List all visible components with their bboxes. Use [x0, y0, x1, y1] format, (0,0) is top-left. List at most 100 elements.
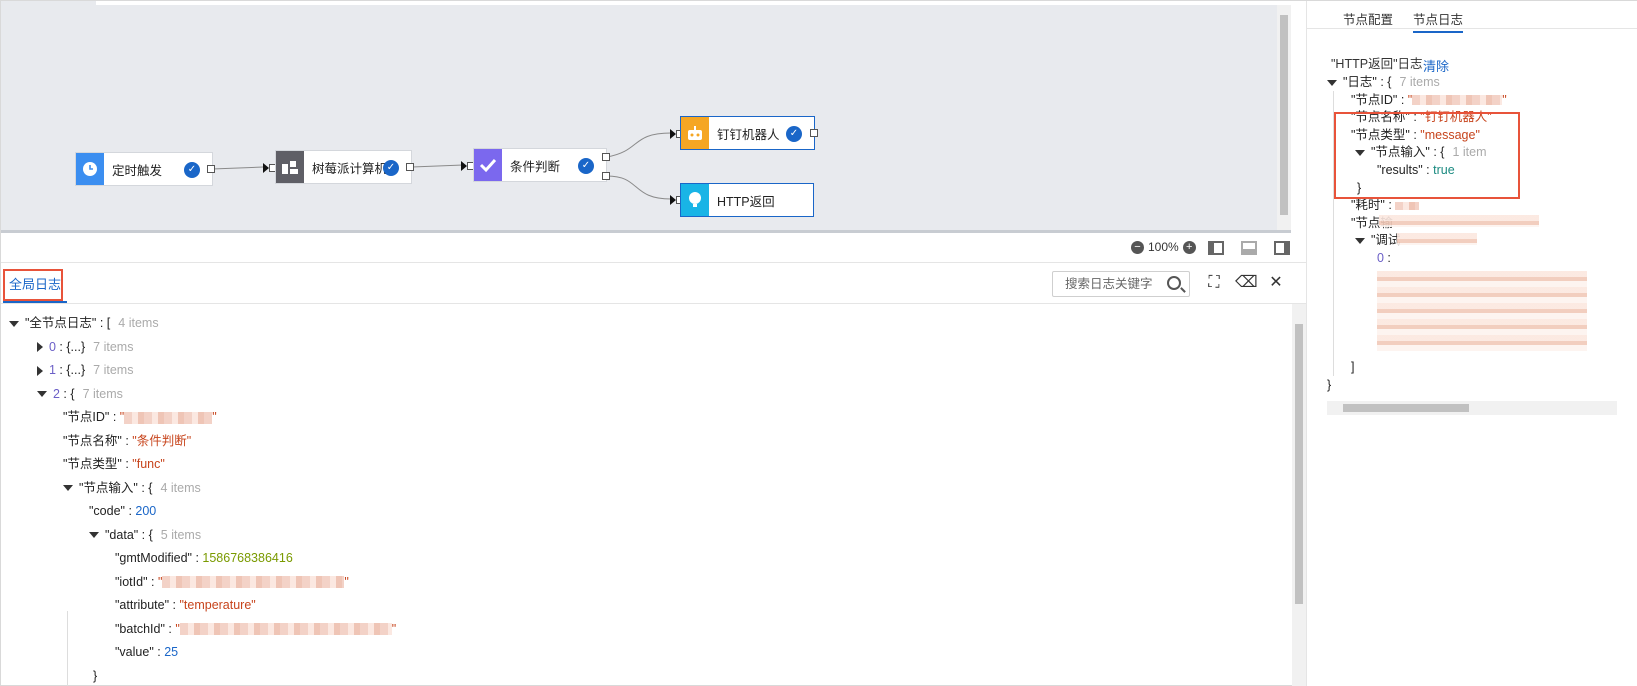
tree-row: "耗时" :	[1327, 197, 1507, 215]
close-icon[interactable]: ✕	[1269, 274, 1283, 291]
search-icon[interactable]	[1167, 276, 1181, 290]
collapse-icon[interactable]	[1327, 79, 1337, 86]
output-port-true[interactable]	[602, 153, 610, 161]
node-condition[interactable]: 条件判断 ✓	[473, 148, 607, 182]
tree-row[interactable]: "调试	[1327, 232, 1507, 250]
redacted-value	[1412, 95, 1503, 106]
tree-row[interactable]: 1 : {...}7 items	[9, 359, 396, 383]
tree-row[interactable]: "节点输入" : {4 items	[9, 477, 396, 501]
indent-guide	[67, 611, 68, 686]
collapse-icon[interactable]	[9, 320, 19, 327]
json-key: "batchId"	[115, 621, 165, 636]
json-string: "func"	[132, 457, 165, 471]
scrollbar-thumb[interactable]	[1343, 404, 1469, 412]
tree-row[interactable]: 2 : {7 items	[9, 383, 396, 407]
expand-icon[interactable]	[37, 365, 43, 376]
node-label: 条件判断	[510, 159, 561, 174]
tree-row[interactable]: "节点输入" : {1 item	[1327, 144, 1507, 162]
canvas-bottom-edge	[1, 230, 1291, 233]
tree-row: "code" : 200	[89, 504, 157, 518]
node-dingtalk-robot[interactable]: 钉钉机器人 ✓	[680, 116, 815, 150]
canvas-vertical-scrollbar[interactable]	[1277, 5, 1291, 230]
output-port[interactable]	[207, 165, 215, 173]
json-key: "gmtModified"	[115, 551, 192, 565]
tree-row[interactable]: "data" : {5 items	[9, 524, 396, 548]
tree-row: "attribute" : "temperature"	[115, 598, 256, 612]
collapse-icon[interactable]	[63, 485, 73, 492]
node-label: 树莓派计算机	[312, 161, 388, 176]
tree-row[interactable]: 0 : {...}7 items	[9, 336, 396, 360]
flow-canvas[interactable]: 定时触发 ✓ 树莓派计算机 ✓ 条件判断 ✓	[1, 1, 1291, 230]
check-icon: ✓	[578, 158, 594, 174]
json-bracket: {	[70, 386, 75, 401]
zoom-out-icon[interactable]: −	[1131, 240, 1144, 254]
json-meta: 1 item	[1452, 145, 1487, 160]
json-index: 1	[49, 363, 56, 377]
tab-node-config[interactable]: 节点配置	[1343, 13, 1394, 27]
json-number: 25	[164, 645, 179, 659]
collapse-icon[interactable]	[1355, 238, 1365, 245]
redacted-value	[179, 623, 392, 636]
layout-bottom-panel-icon[interactable]	[1241, 241, 1257, 255]
tab-global-log[interactable]: 全局日志	[3, 269, 63, 301]
collapse-icon[interactable]	[37, 391, 47, 398]
node-http-return[interactable]: HTTP返回	[680, 183, 814, 217]
expand-icon[interactable]	[37, 342, 43, 353]
clock-icon	[76, 153, 104, 185]
scrollbar-thumb[interactable]	[1280, 15, 1288, 215]
json-collapsed[interactable]: {...}	[66, 363, 86, 377]
bulb-icon	[681, 184, 709, 216]
arrow-icon	[670, 195, 676, 205]
json-collapsed[interactable]: {...}	[66, 339, 86, 354]
active-tab-indicator	[3, 301, 67, 303]
global-log-tree: "全节点日志" : [4 items 0 : {...}7 items 1 : …	[9, 312, 396, 686]
redacted-block	[1397, 233, 1477, 245]
json-key: "节点名称"	[63, 433, 122, 448]
eraser-icon[interactable]: ⌫	[1235, 274, 1258, 291]
log-search-input[interactable]: 搜索日志关键字	[1052, 271, 1190, 297]
node-log-horizontal-scrollbar[interactable]	[1327, 401, 1617, 415]
edge-layer	[211, 132, 672, 200]
output-port-false[interactable]	[602, 172, 610, 180]
collapse-icon[interactable]	[1355, 150, 1365, 157]
tree-row: "results" : true	[1377, 162, 1455, 177]
json-key: "节点输入"	[79, 480, 138, 495]
json-meta: 7 items	[93, 339, 134, 354]
indent-guide	[1333, 91, 1334, 376]
arrow-icon	[461, 161, 467, 171]
clear-button[interactable]: 清除	[1423, 59, 1450, 74]
tree-row: "value" : 25	[115, 645, 179, 659]
node-raspberry-pi[interactable]: 树莓派计算机 ✓	[275, 150, 412, 184]
json-index: 0	[1377, 250, 1384, 265]
redacted-value	[162, 576, 345, 589]
json-number: 200	[135, 504, 157, 518]
fullscreen-icon[interactable]: ⛶	[1208, 274, 1220, 291]
arrow-icon	[670, 129, 676, 139]
output-port[interactable]	[406, 163, 414, 171]
json-key: "节点ID"	[1351, 92, 1398, 107]
tree-row: }	[1327, 377, 1331, 395]
json-bracket: }	[1327, 378, 1332, 392]
node-label: 钉钉机器人	[717, 127, 780, 142]
layout-right-panel-icon[interactable]	[1274, 241, 1290, 255]
scrollbar-thumb[interactable]	[1295, 324, 1303, 604]
json-boolean: true	[1433, 162, 1455, 177]
tree-row[interactable]: "全节点日志" : [4 items	[9, 312, 396, 336]
json-key: "节点输入"	[1371, 145, 1430, 160]
json-key: "attribute"	[115, 598, 170, 612]
output-port[interactable]	[810, 129, 818, 137]
zoom-in-icon[interactable]: +	[1182, 240, 1196, 254]
tree-row: "gmtModified" : 1586768386416	[115, 551, 293, 565]
log-vertical-scrollbar[interactable]	[1292, 304, 1306, 686]
json-meta: 5 items	[160, 527, 202, 542]
collapse-icon[interactable]	[89, 532, 99, 539]
node-label: 定时触发	[112, 163, 163, 178]
tab-node-log[interactable]: 节点日志	[1413, 9, 1464, 33]
tree-row: "节点名称" : "条件判断"	[63, 433, 192, 448]
tree-row[interactable]: "日志" : {7 items	[1327, 74, 1507, 92]
tree-row: "节点类型" : "func"	[63, 457, 165, 471]
json-number: 1586768386416	[202, 551, 293, 565]
node-label: HTTP返回	[717, 194, 775, 209]
layout-left-panel-icon[interactable]	[1208, 241, 1224, 255]
node-timer-trigger[interactable]: 定时触发 ✓	[75, 152, 213, 186]
